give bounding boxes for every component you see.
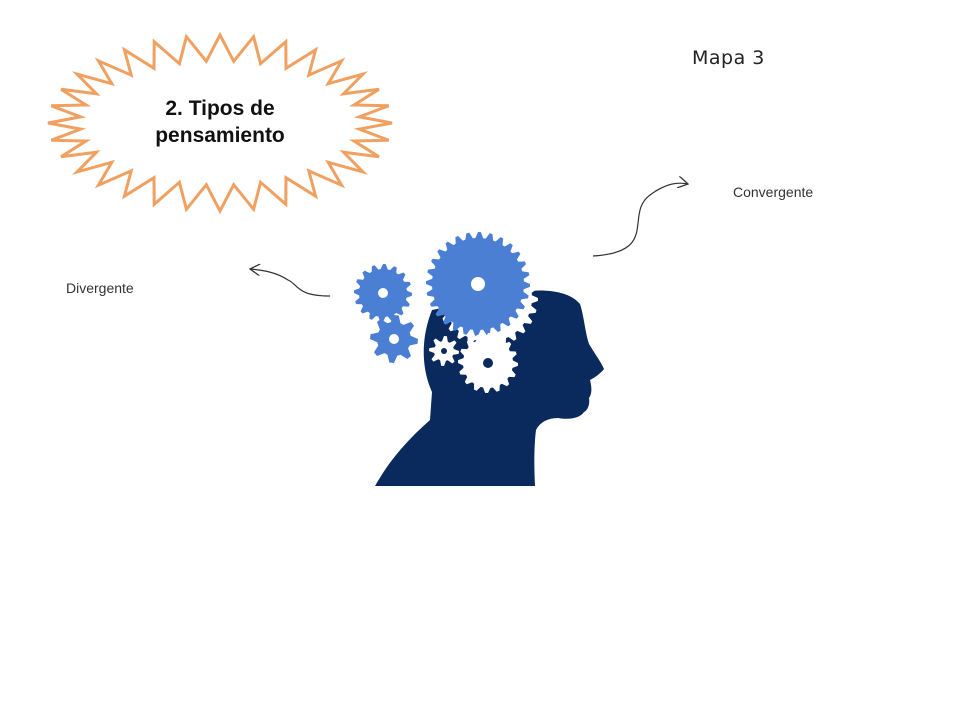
branch-label-convergente: Convergente (733, 184, 814, 200)
gear-white-small-hub (483, 358, 493, 368)
title-burst-shape (47, 31, 393, 215)
map-label: Mapa 3 (692, 47, 765, 69)
gear-blue-flower-hub (389, 334, 399, 344)
convergente-arrow (592, 183, 688, 257)
gears-icon (354, 232, 538, 393)
gear-blue-small-hub (378, 288, 388, 298)
gear-blue-large-hub (471, 277, 485, 291)
divergente-arrow (250, 269, 331, 297)
gear-white-tiny-hub (441, 348, 447, 354)
branch-label-divergente: Divergente (66, 280, 134, 296)
slide-title: 2. Tipos de pensamiento (155, 97, 285, 147)
